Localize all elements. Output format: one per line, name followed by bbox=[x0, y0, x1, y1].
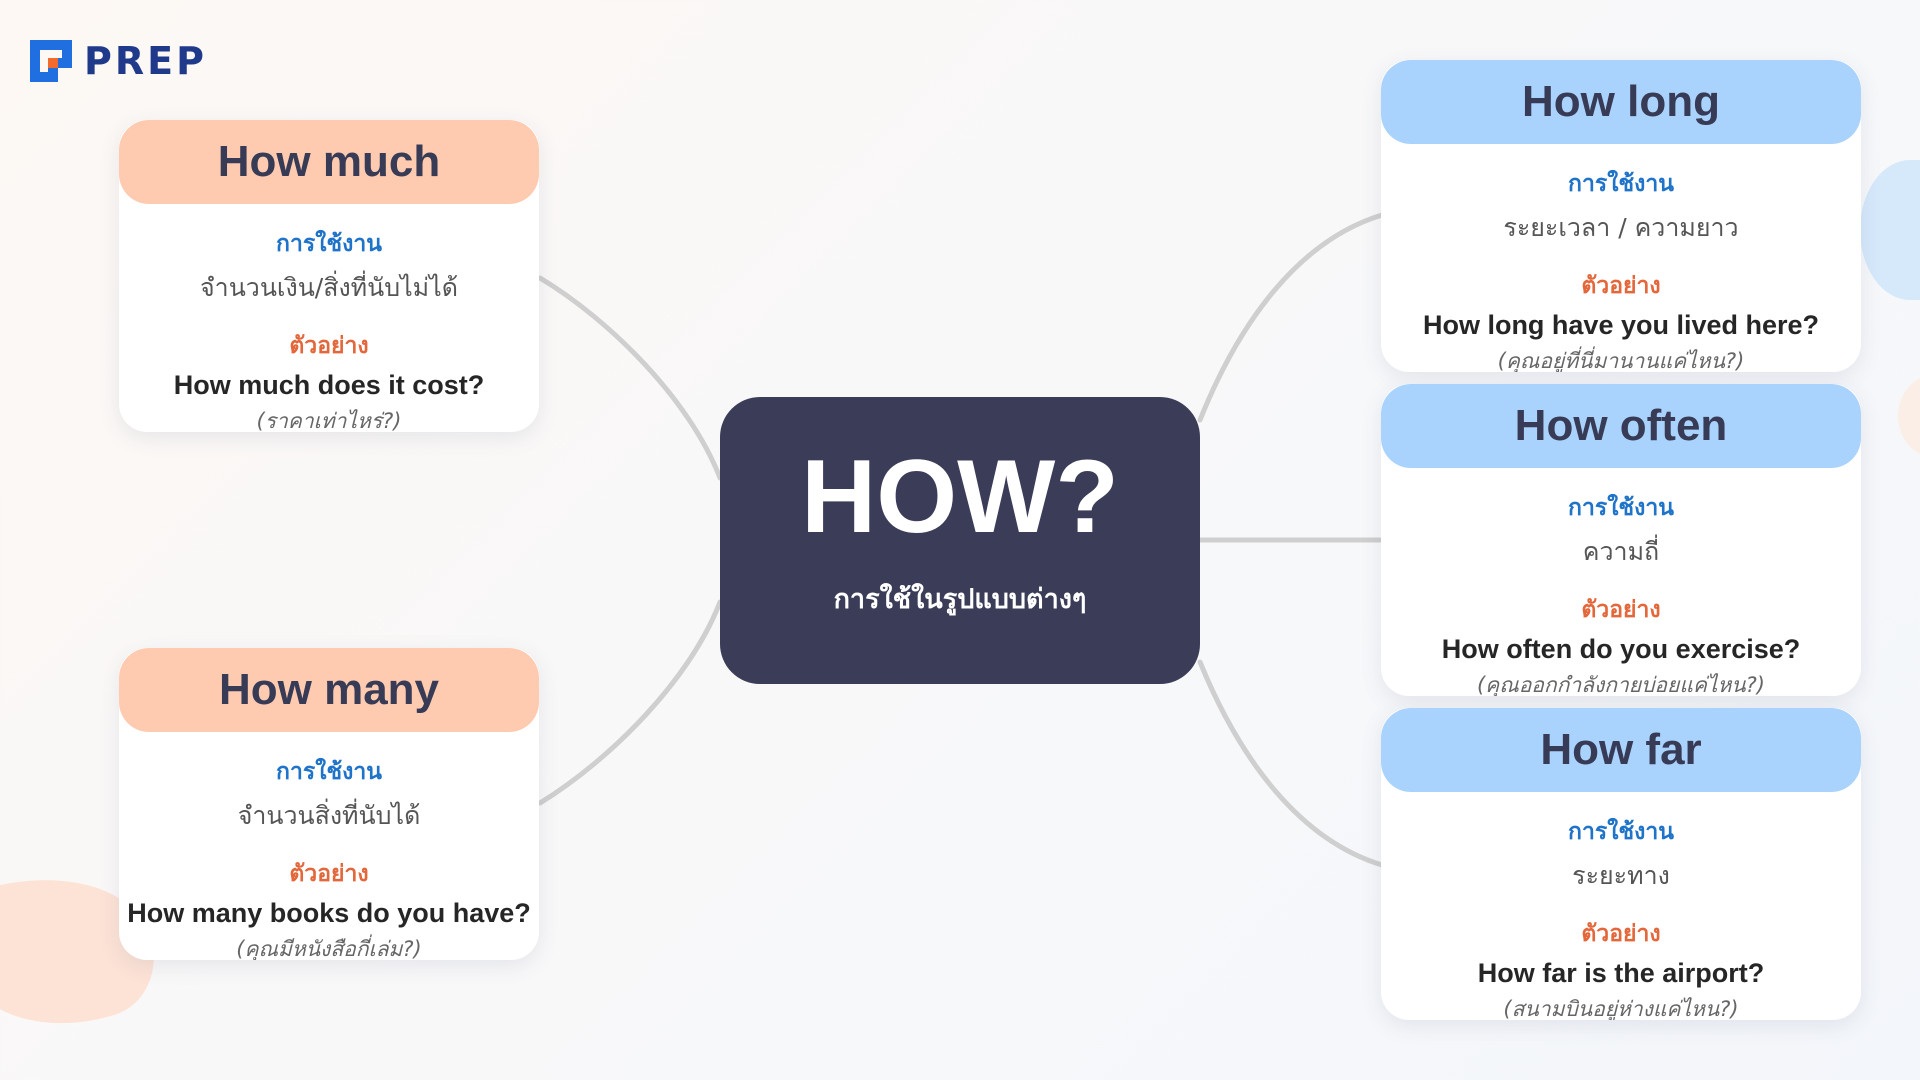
connector-how-long bbox=[1197, 212, 1385, 423]
example-translation: (สนามบินอยู่ห่างแค่ไหน?) bbox=[1503, 997, 1739, 1020]
central-node: HOW? การใช้ในรูปแบบต่างๆ bbox=[720, 397, 1200, 684]
central-subtitle: การใช้ในรูปแบบต่างๆ bbox=[833, 584, 1087, 615]
usage-label: การใช้งาน bbox=[276, 759, 382, 785]
connector-how-much bbox=[537, 275, 723, 481]
usage-label: การใช้งาน bbox=[1568, 495, 1674, 521]
usage-text: ระยะทาง bbox=[1572, 861, 1670, 890]
example-label: ตัวอย่าง bbox=[289, 333, 369, 359]
card-title: How much bbox=[119, 120, 539, 204]
prep-logo-icon bbox=[30, 40, 72, 82]
usage-text: ความถี่ bbox=[1582, 537, 1660, 566]
prep-logo: PREP bbox=[28, 38, 207, 84]
usage-label: การใช้งาน bbox=[1568, 819, 1674, 845]
usage-text: จำนวนสิ่งที่นับได้ bbox=[237, 801, 421, 830]
example-label: ตัวอย่าง bbox=[1581, 597, 1661, 623]
card-title: How many bbox=[119, 648, 539, 732]
usage-label: การใช้งาน bbox=[1568, 171, 1674, 197]
example-translation: (คุณอยู่ที่นี่มานานแค่ไหน?) bbox=[1497, 349, 1745, 372]
connector-how-many bbox=[537, 599, 723, 806]
card-how-long: How long การใช้งาน ระยะเวลา / ความยาว ตั… bbox=[1381, 60, 1861, 372]
example-translation: (คุณออกกำลังกายบ่อยแค่ไหน?) bbox=[1476, 673, 1766, 696]
usage-text: ระยะเวลา / ความยาว bbox=[1503, 213, 1739, 242]
card-title: How far bbox=[1381, 708, 1861, 792]
card-how-much: How much การใช้งาน จำนวนเงิน/สิ่งที่นับไ… bbox=[119, 120, 539, 432]
card-title: How often bbox=[1381, 384, 1861, 468]
example-sentence: How long have you lived here? bbox=[1422, 310, 1820, 340]
central-title: HOW? bbox=[801, 439, 1119, 555]
example-label: ตัวอย่าง bbox=[1581, 273, 1661, 299]
example-sentence: How much does it cost? bbox=[173, 370, 485, 400]
decor-blob-right-mid bbox=[1898, 375, 1920, 457]
example-sentence: How often do you exercise? bbox=[1441, 634, 1801, 664]
example-translation: (ราคาเท่าไหร่?) bbox=[256, 409, 402, 432]
card-how-often: How often การใช้งาน ความถี่ ตัวอย่าง How… bbox=[1381, 384, 1861, 696]
card-how-many: How many การใช้งาน จำนวนสิ่งที่นับได้ ตั… bbox=[119, 648, 539, 960]
example-label: ตัวอย่าง bbox=[289, 861, 369, 887]
connector-how-far bbox=[1197, 659, 1385, 868]
example-translation: (คุณมีหนังสือกี่เล่ม?) bbox=[236, 937, 422, 960]
usage-text: จำนวนเงิน/สิ่งที่นับไม่ได้ bbox=[200, 273, 458, 302]
usage-label: การใช้งาน bbox=[276, 231, 382, 257]
example-label: ตัวอย่าง bbox=[1581, 921, 1661, 947]
logo-text: PREP bbox=[84, 39, 207, 83]
card-how-far: How far การใช้งาน ระยะทาง ตัวอย่าง How f… bbox=[1381, 708, 1861, 1020]
example-sentence: How far is the airport? bbox=[1477, 958, 1765, 988]
example-sentence: How many books do you have? bbox=[127, 898, 531, 928]
card-title: How long bbox=[1381, 60, 1861, 144]
